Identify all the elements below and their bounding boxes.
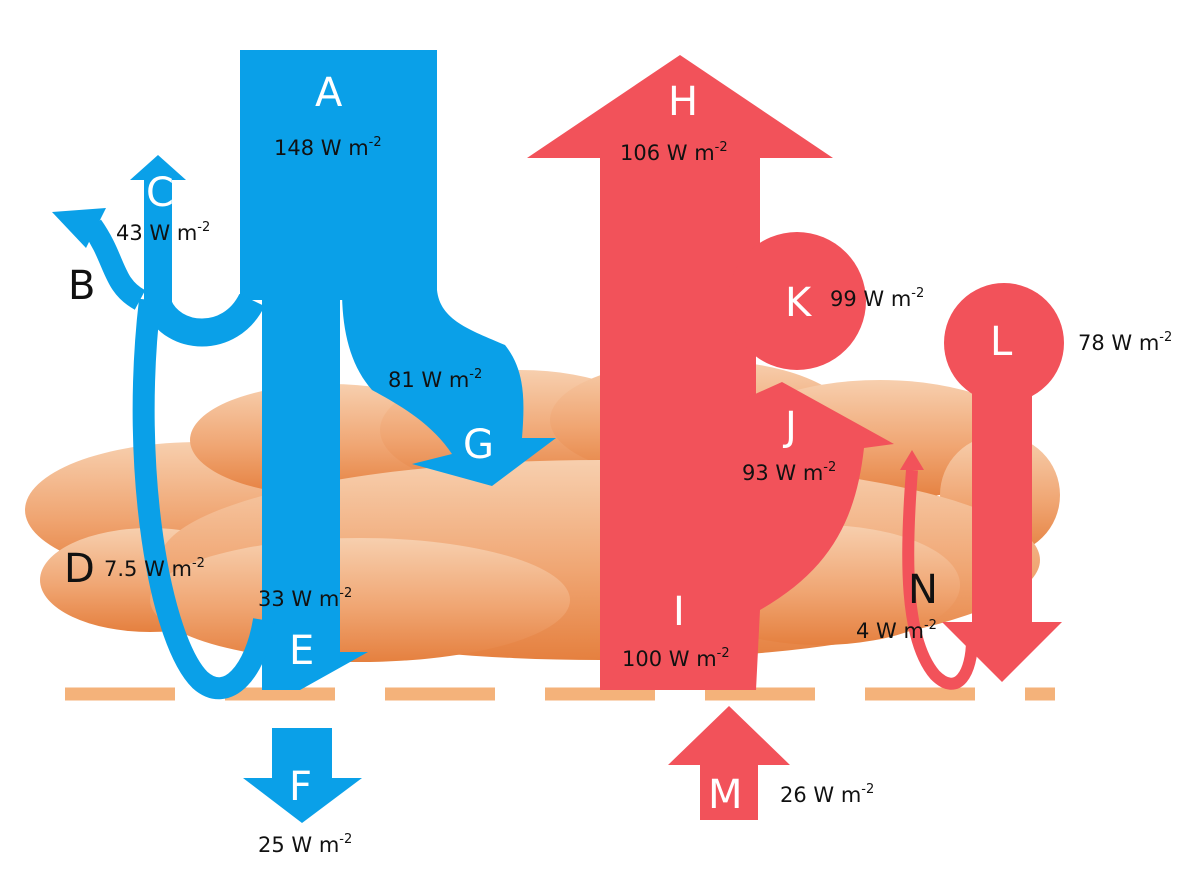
value-number: 33 W m [258, 587, 339, 611]
label-G: G [463, 422, 494, 468]
value-number: 7.5 W m [104, 557, 192, 581]
value-number: 106 W m [620, 141, 715, 165]
unit-exponent: -2 [715, 140, 728, 155]
value-N: 4 W m-2 [856, 618, 937, 643]
arrowhead-N [900, 450, 924, 470]
arrowhead-B [52, 208, 106, 248]
label-M: M [708, 772, 743, 818]
unit-exponent: -2 [823, 460, 836, 475]
label-D: D [64, 546, 95, 592]
unit-exponent: -2 [369, 135, 382, 150]
label-C: C [146, 170, 174, 216]
value-H: 106 W m-2 [620, 140, 728, 165]
label-A: A [315, 70, 343, 116]
value-number: 81 W m [388, 368, 469, 392]
label-E: E [289, 628, 314, 674]
unit-exponent: -2 [911, 286, 924, 301]
label-F: F [289, 764, 312, 810]
arrow-C-reflected [144, 180, 265, 347]
label-N: N [908, 567, 938, 613]
value-number: 43 W m [116, 221, 197, 245]
arrow-L-downward [942, 372, 1062, 682]
value-number: 100 W m [622, 647, 717, 671]
value-number: 99 W m [830, 287, 911, 311]
value-number: 148 W m [274, 136, 369, 160]
value-number: 26 W m [780, 783, 861, 807]
label-I: I [673, 589, 685, 635]
circle-K-emitter [728, 232, 866, 370]
arrow-G-cloud-absorbed [342, 290, 556, 486]
arrow-M-ground-flux [668, 706, 790, 820]
value-J: 93 W m-2 [742, 460, 836, 485]
value-L: 78 W m-2 [1078, 330, 1172, 355]
label-L: L [990, 319, 1013, 365]
arrow-D-loop [132, 298, 275, 700]
value-K: 99 W m-2 [830, 286, 924, 311]
label-B: B [68, 263, 95, 309]
unit-exponent: -2 [197, 220, 210, 235]
unit-exponent: -2 [339, 832, 352, 847]
arrow-J-cloud-emission [610, 382, 894, 690]
unit-exponent: -2 [192, 556, 205, 571]
arrow-F-transmitted [243, 728, 362, 823]
value-number: 4 W m [856, 619, 924, 643]
value-D: 7.5 W m-2 [104, 556, 205, 581]
label-J: J [782, 404, 797, 450]
value-number: 25 W m [258, 833, 339, 857]
value-number: 78 W m [1078, 331, 1159, 355]
unit-exponent: -2 [469, 367, 482, 382]
value-G: 81 W m-2 [388, 367, 482, 392]
value-number: 93 W m [742, 461, 823, 485]
label-K: K [785, 280, 813, 326]
unit-exponent: -2 [339, 586, 352, 601]
value-F: 25 W m-2 [258, 832, 352, 857]
value-C: 43 W m-2 [116, 220, 210, 245]
arrow-A-incoming [240, 50, 437, 300]
unit-exponent: -2 [1159, 330, 1172, 345]
arrow-B-scattered [82, 219, 146, 310]
value-M: 26 W m-2 [780, 782, 874, 807]
unit-exponent: -2 [861, 782, 874, 797]
label-H: H [668, 79, 698, 125]
value-A: 148 W m-2 [274, 135, 382, 160]
arrowhead-C [130, 155, 186, 180]
unit-exponent: -2 [924, 618, 937, 633]
value-E: 33 W m-2 [258, 586, 352, 611]
unit-exponent: -2 [717, 646, 730, 661]
arrow-E-surface-absorbed [262, 280, 368, 690]
value-I: 100 W m-2 [622, 646, 730, 671]
arrow-N-loop [902, 469, 978, 690]
